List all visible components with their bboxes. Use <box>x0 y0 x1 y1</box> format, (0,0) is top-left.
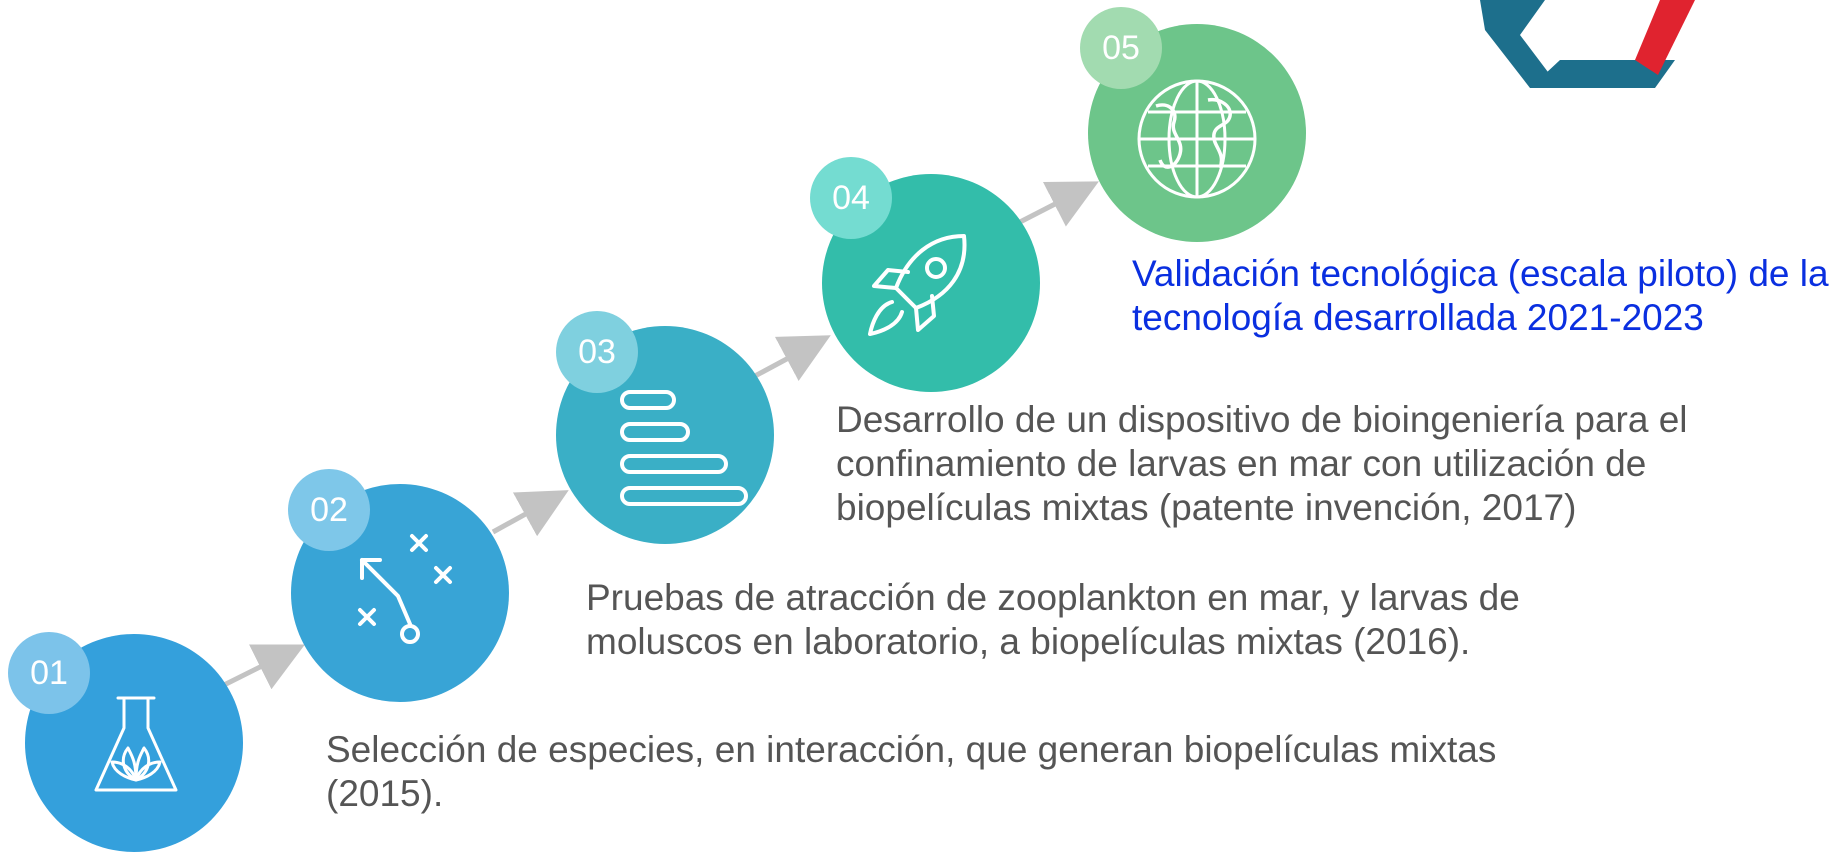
flask-leaf-icon <box>94 696 178 792</box>
arrow-03-04 <box>753 335 831 381</box>
bar-list-icon <box>620 390 748 506</box>
rocket-icon <box>868 234 967 336</box>
step-03-badge: 03 <box>556 311 638 393</box>
step-05-badge: 05 <box>1080 7 1162 89</box>
step-02-badge: 02 <box>288 469 370 551</box>
globe-icon <box>1137 79 1257 199</box>
step-03-description: Desarrollo de un dispositivo de bioingen… <box>836 399 1688 528</box>
step-02-description: Pruebas de atracción de zooplankton en m… <box>586 577 1520 662</box>
arrow-01-02 <box>220 644 305 690</box>
step-01-description: Selección de especies, en interacción, q… <box>326 729 1497 814</box>
step-04-badge: 04 <box>810 157 892 239</box>
strategy-play-icon <box>358 534 452 644</box>
institution-logo <box>1480 0 1695 88</box>
step-01-badge: 01 <box>8 632 90 714</box>
step-04-description: Validación tecnológica (escala piloto) d… <box>1132 253 1829 338</box>
arrow-02-03 <box>491 490 569 537</box>
arrow-04-05 <box>1018 181 1099 227</box>
